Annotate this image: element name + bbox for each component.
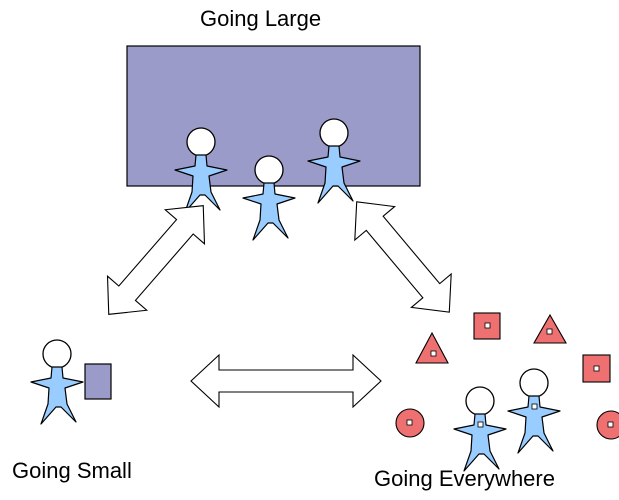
- double-arrow-small-everywhere: [190, 353, 382, 409]
- going-large-label: Going Large: [200, 6, 322, 31]
- double-arrow-large-small: [106, 205, 206, 315]
- person-badge: [477, 421, 484, 428]
- person-badge: [531, 403, 538, 410]
- triangle-shape: [415, 331, 449, 364]
- square-shape: [473, 312, 501, 340]
- triangle-shape: [533, 313, 567, 344]
- circle-shape: [596, 410, 619, 440]
- square-shape: [582, 354, 611, 383]
- circle-shape: [395, 408, 425, 438]
- person-icon: [30, 339, 84, 425]
- double-arrow-large-everywhere: [354, 201, 452, 313]
- person-icon: [453, 386, 507, 472]
- going-small-label: Going Small: [12, 458, 132, 483]
- going-everywhere-label: Going Everywhere: [374, 466, 555, 491]
- person-icon: [507, 368, 561, 454]
- small-box: [84, 363, 112, 400]
